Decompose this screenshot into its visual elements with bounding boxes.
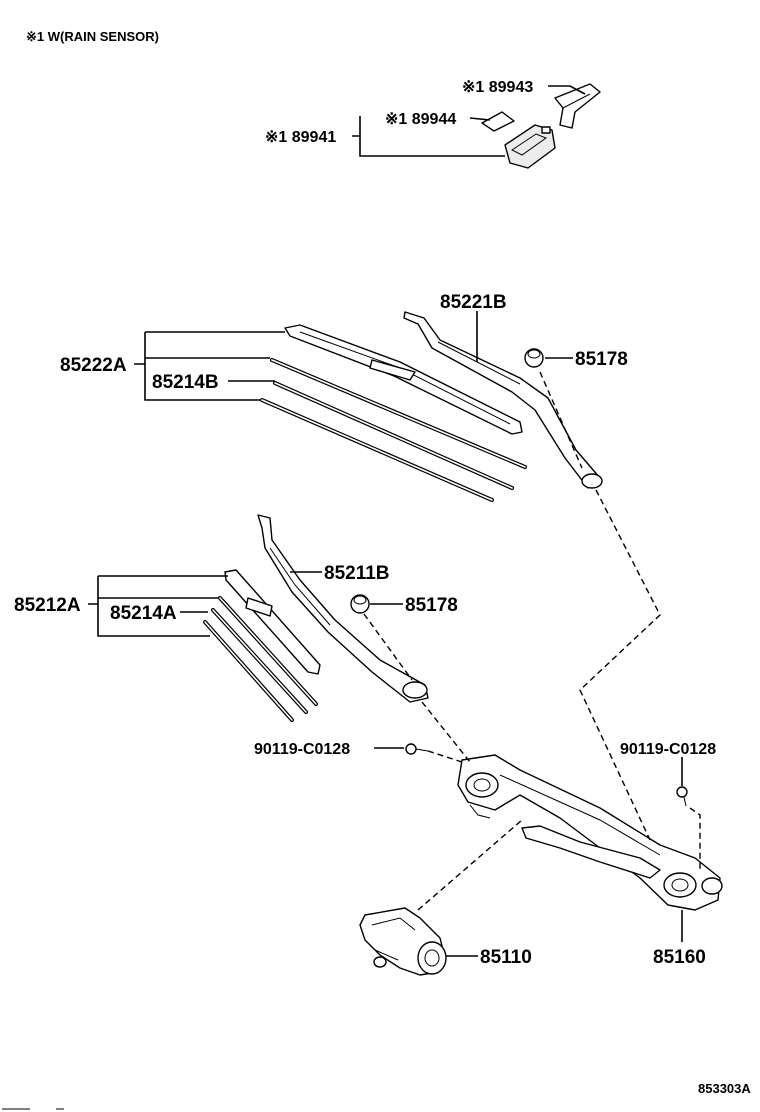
leader-89943 <box>548 85 586 95</box>
bolt-90119-right <box>676 786 688 807</box>
wiper-blade-insert-lower <box>211 596 318 714</box>
wiper-blade-85222A <box>284 324 523 435</box>
leader-85212A <box>88 575 228 637</box>
label-85110: 85110 <box>480 947 532 968</box>
rain-sensor-unit-89941 <box>504 124 556 169</box>
assembly-line-cap-mid <box>363 613 413 681</box>
label-85212A: 85212A <box>14 595 81 616</box>
label-90119-right: 90119-C0128 <box>620 741 716 758</box>
rain-sensor-bracket-89943 <box>554 83 601 129</box>
wiper-blade-85212A <box>224 569 321 675</box>
wiper-rubber-85214B <box>260 381 514 502</box>
wiper-arm-85211B <box>257 514 429 703</box>
label-89943: ※1 89943 <box>462 79 533 96</box>
label-85178-top: 85178 <box>575 349 628 370</box>
wiper-motor-85110 <box>359 907 447 976</box>
arm-nut-cap-85178-mid <box>350 594 370 614</box>
label-89941: ※1 89941 <box>265 129 336 146</box>
wiper-rubber-85214A <box>203 620 294 722</box>
label-85178-mid: 85178 <box>405 595 458 616</box>
rain-sensor-note: ※1 W(RAIN SENSOR) <box>26 29 159 44</box>
leader-89944 <box>469 117 491 121</box>
assembly-line-motor <box>417 819 523 911</box>
rain-sensor-gel-pad-89944 <box>481 111 515 132</box>
label-85214A: 85214A <box>110 603 177 624</box>
label-85214B: 85214B <box>152 372 219 393</box>
label-89944: ※1 89944 <box>385 111 456 128</box>
bolt-90119-left <box>405 743 429 755</box>
wiper-link-assembly-85160 <box>457 754 723 911</box>
leader-89941 <box>352 116 505 157</box>
leader-85222A <box>134 331 285 401</box>
assembly-line-bolt-left <box>427 750 463 763</box>
wiper-blade-insert-upper <box>270 358 527 469</box>
label-90119-left: 90119-C0128 <box>254 741 350 758</box>
label-85221B: 85221B <box>440 292 507 313</box>
figure-id: 853303A <box>698 1081 751 1096</box>
assembly-line-lower-arm <box>421 701 471 763</box>
label-85211B: 85211B <box>324 563 390 584</box>
arm-nut-cap-85178-top <box>524 348 544 368</box>
label-85222A: 85222A <box>60 355 127 376</box>
assembly-line-upper-arm <box>579 489 661 841</box>
assembly-line-bolt-right <box>689 807 701 870</box>
wiper-arm-85221B <box>403 311 603 489</box>
assembly-line-cap-top <box>539 371 583 469</box>
label-85160: 85160 <box>653 947 706 968</box>
